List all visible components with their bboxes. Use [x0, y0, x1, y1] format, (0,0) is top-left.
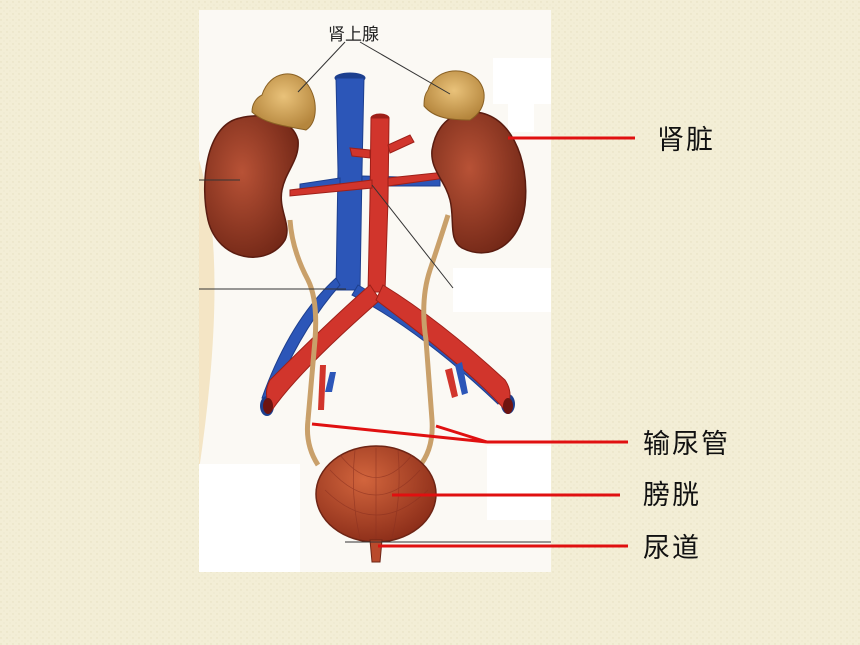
label-urethra: 尿道: [643, 533, 701, 564]
ureter-pointer-left: [311, 422, 488, 444]
ureter-pointer-right: [435, 424, 488, 444]
right-kidney: [431, 111, 527, 254]
right-ureter: [416, 214, 451, 470]
label-bladder: 膀胱: [643, 480, 701, 511]
mask-box-lower-left: [199, 464, 300, 572]
left-adrenal-gland: [251, 73, 316, 131]
left-kidney: [203, 115, 299, 258]
label-adrenal-gland: 肾上腺: [328, 25, 379, 45]
label-ureter: 输尿管: [643, 429, 730, 460]
mask-box-top-right: [493, 58, 551, 104]
urethra: [369, 539, 383, 563]
left-ureter: [287, 219, 321, 467]
label-kidney: 肾脏: [657, 125, 715, 156]
mask-box-lower-right: [487, 446, 551, 520]
mask-box-mid-right: [453, 268, 551, 312]
right-adrenal-gland: [423, 70, 485, 121]
aorta: [266, 113, 511, 411]
